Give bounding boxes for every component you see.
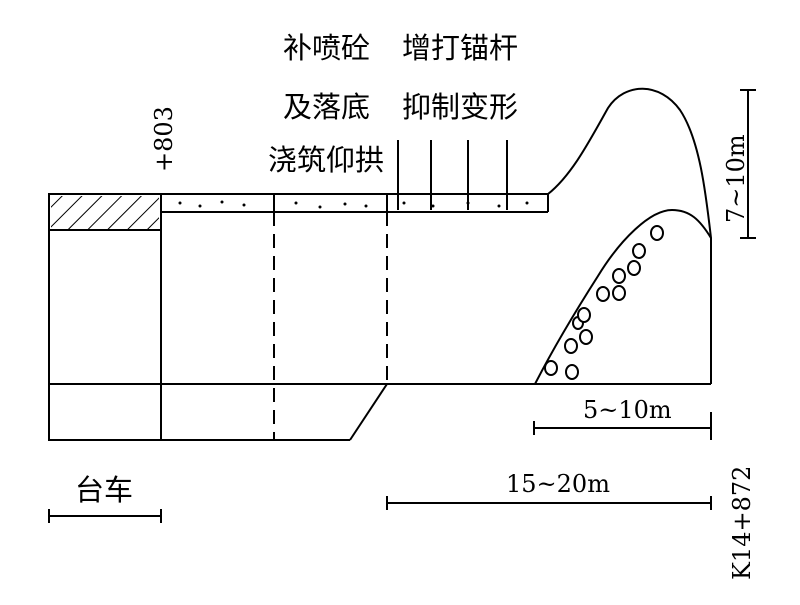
section-dashed-lines	[273, 212, 388, 440]
invert-label: 浇筑仰拱	[268, 143, 384, 177]
bolt-label-line2: 抑制变形	[402, 90, 518, 124]
bolt-label-line1: 增打锚杆	[402, 31, 518, 65]
debris-boulders	[544, 225, 664, 380]
station-top-label: +803	[150, 106, 178, 172]
station-right-label: K14+872	[728, 466, 756, 580]
dim-zone-length-label: 15~20m	[506, 470, 610, 498]
anchor-bolts	[397, 140, 508, 210]
shotcrete-dots	[178, 200, 529, 209]
shotcrete-label-line2: 及落底	[283, 90, 370, 124]
dim-zone-length	[386, 496, 712, 510]
dim-collapse-height-label: 7~10m	[722, 134, 750, 223]
trolley-label: 台车	[75, 473, 133, 507]
tunnel-floor	[161, 383, 711, 441]
dim-slope-base-label: 5~10m	[583, 396, 672, 424]
shotcrete-label-line1: 补喷砼	[283, 31, 370, 65]
trolley-block	[48, 193, 162, 441]
collapse-outline	[534, 87, 712, 385]
lining-strip	[161, 193, 549, 213]
dim-slope-base	[533, 412, 712, 440]
trolley-hatch	[51, 196, 159, 230]
dim-trolley	[48, 509, 162, 523]
dim-collapse-height	[740, 89, 756, 239]
